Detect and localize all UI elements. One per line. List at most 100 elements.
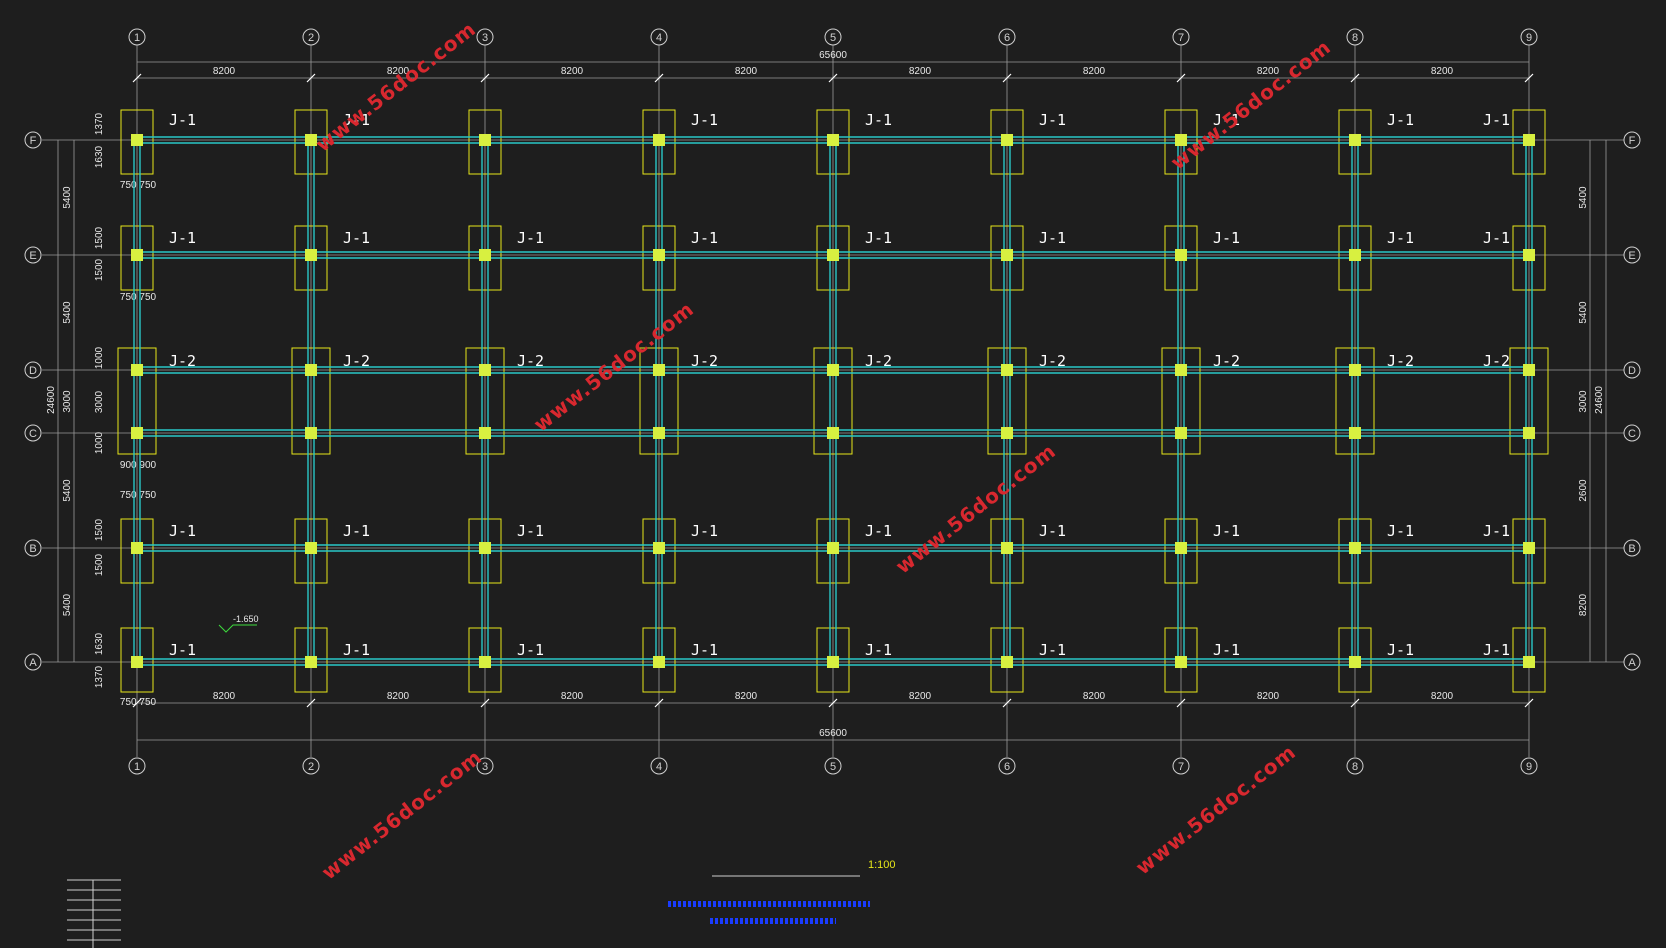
axis-label-7: 7 [1178, 32, 1184, 44]
axis-label-D: D [29, 365, 37, 377]
axis-bubble-A [1623, 653, 1641, 671]
column-C [479, 427, 491, 439]
column-A [1001, 656, 1013, 668]
axis-bubble-9 [1520, 757, 1538, 775]
footing-DC [1161, 347, 1201, 455]
column-D [1349, 364, 1361, 376]
watermark-text: www.56doc.com [1166, 35, 1336, 175]
watermark-text: www.56doc.com [1131, 740, 1301, 880]
footing-DC [465, 347, 505, 455]
axis-bubble-4 [650, 757, 668, 775]
edge-dim-text: 1500 [94, 258, 105, 281]
axis-bubble-A [24, 653, 42, 671]
dim-tick [306, 698, 316, 708]
footing-label-E: J-1 [1213, 229, 1240, 247]
footing-label-B: J-1 [169, 522, 196, 540]
bay-dim-text: 8200 [909, 66, 932, 77]
column-D [305, 364, 317, 376]
column-D [131, 364, 143, 376]
column-D [1175, 364, 1187, 376]
edge-dim-text: 1500 [94, 226, 105, 249]
axis-bubble-E [1623, 246, 1641, 264]
footing-F [468, 109, 502, 175]
edge-dim-text: 1630 [94, 632, 105, 655]
left-dim-text: 5400 [62, 301, 73, 324]
footing-label-F: J-1 [343, 111, 370, 129]
column-B [131, 542, 143, 554]
dim-tick [1524, 73, 1534, 83]
axis-label-1: 1 [134, 32, 140, 44]
column-D [1001, 364, 1013, 376]
edge-dim-text: 1000 [94, 431, 105, 454]
axis-label-3: 3 [482, 761, 488, 773]
footing-label-E: J-1 [343, 229, 370, 247]
axis-label-7: 7 [1178, 761, 1184, 773]
footing-label-A: J-1 [865, 641, 892, 659]
dim-tick [132, 698, 142, 708]
dim-tick [1350, 698, 1360, 708]
column-A [653, 656, 665, 668]
right-dim-text: 5400 [1578, 301, 1589, 324]
footing-F [1164, 109, 1198, 175]
footing-label-F: J-1 [1483, 111, 1510, 129]
footing-DC [1335, 347, 1375, 455]
overall-dim-text: 65600 [819, 728, 847, 739]
footing-label-F: J-1 [691, 111, 718, 129]
footing-label-D: J-2 [1387, 352, 1414, 370]
dim-tick [132, 73, 142, 83]
footing-label-A: J-1 [1387, 641, 1414, 659]
dim-tick [1176, 698, 1186, 708]
footing-DC [639, 347, 679, 455]
column-E [827, 249, 839, 261]
right-dim-text: 8200 [1578, 593, 1589, 616]
axis-bubble-7 [1172, 757, 1190, 775]
column-A [479, 656, 491, 668]
column-E [1349, 249, 1361, 261]
bay-dim-text: 8200 [735, 66, 758, 77]
column-D [827, 364, 839, 376]
watermark-text: www.56doc.com [891, 439, 1061, 579]
footing-label-A: J-1 [517, 641, 544, 659]
overall-vdim-text-right: 24600 [1594, 386, 1605, 414]
axis-bubble-1 [128, 757, 146, 775]
footing-F [642, 109, 676, 175]
dim-tick [480, 73, 490, 83]
scale-block: 1:100 [668, 859, 896, 924]
axis-label-E: E [1628, 250, 1635, 262]
footing-label-E: J-1 [1483, 229, 1510, 247]
footing-DC [987, 347, 1027, 455]
footing-label-F: J-1 [1213, 111, 1240, 129]
axis-label-5: 5 [830, 32, 836, 44]
column-D [479, 364, 491, 376]
width-dim-text: 750 750 [120, 180, 157, 191]
footing-label-D: J-2 [343, 352, 370, 370]
footing-F [1512, 109, 1546, 175]
footing-label-E: J-1 [517, 229, 544, 247]
column-F [1175, 134, 1187, 146]
axis-label-3: 3 [482, 32, 488, 44]
bay-dim-text: 8200 [213, 691, 236, 702]
axis-bubble-D [1623, 361, 1641, 379]
footing-A [816, 627, 850, 693]
edge-dim-text: 3000 [94, 390, 105, 413]
axis-label-B: B [29, 543, 36, 555]
dim-tick [1524, 698, 1534, 708]
edge-dim-text: 1370 [94, 112, 105, 135]
column-C [1523, 427, 1535, 439]
column-F [479, 134, 491, 146]
column-B [827, 542, 839, 554]
axis-label-E: E [29, 250, 36, 262]
footing-label-D: J-2 [865, 352, 892, 370]
overall-vdim-text-left: 24600 [46, 386, 57, 414]
column-B [479, 542, 491, 554]
column-F [653, 134, 665, 146]
footing-A [120, 627, 154, 693]
axis-bubble-C [1623, 424, 1641, 442]
footing-label-B: J-1 [1483, 522, 1510, 540]
dim-tick [1176, 73, 1186, 83]
axis-label-A: A [1628, 657, 1636, 669]
watermark-text: www.56doc.com [317, 745, 487, 885]
left-dim-text: 5400 [62, 593, 73, 616]
axis-bubble-4 [650, 28, 668, 46]
